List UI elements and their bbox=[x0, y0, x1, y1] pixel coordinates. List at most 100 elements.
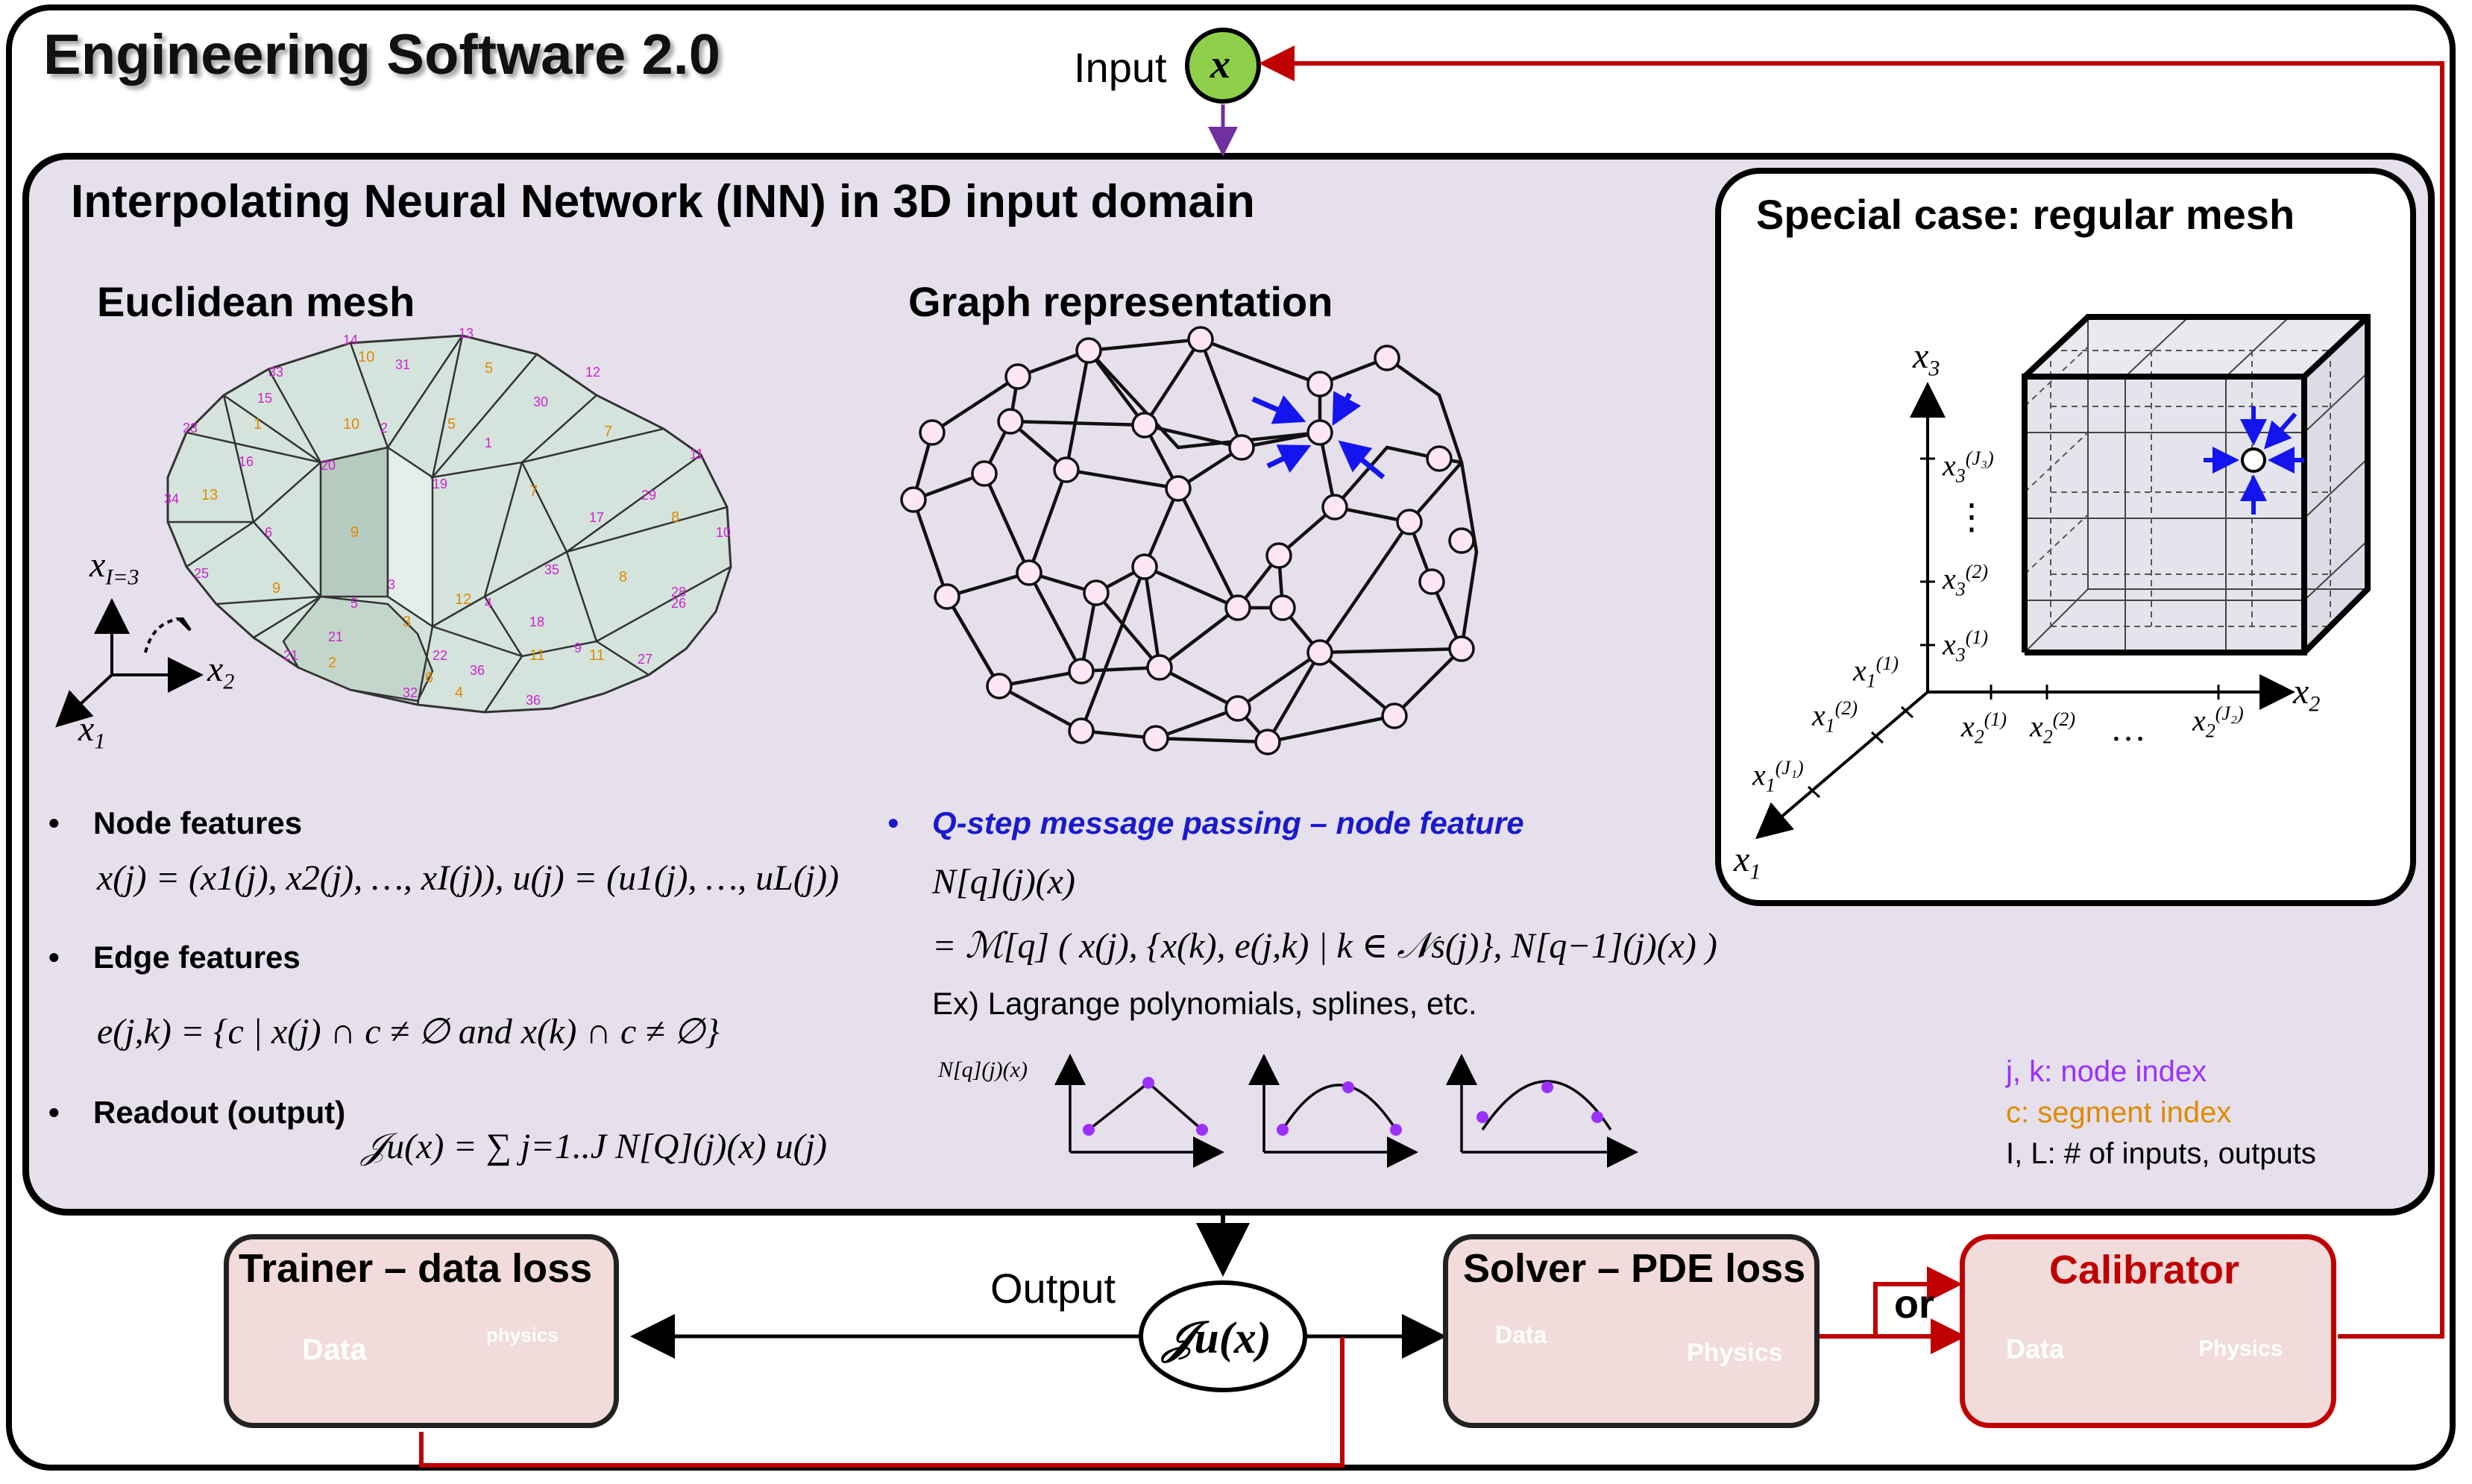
input-label: Input bbox=[1074, 44, 1167, 91]
solver-data-label: Data bbox=[1495, 1321, 1547, 1348]
output-label: Output bbox=[990, 1265, 1116, 1312]
svg-text:2: 2 bbox=[328, 655, 336, 671]
trainer-data-label: Data bbox=[302, 1333, 367, 1366]
svg-text:32: 32 bbox=[403, 685, 418, 700]
trainer-physics-label: physics bbox=[486, 1324, 559, 1346]
calibrator-data-label: Data bbox=[2006, 1333, 2065, 1364]
message-passing-label: Q-step message passing – node feature bbox=[887, 805, 1524, 841]
svg-text:4: 4 bbox=[485, 596, 492, 611]
special-x1-1: x1(1) bbox=[1853, 653, 1899, 692]
svg-text:6: 6 bbox=[265, 525, 272, 540]
edge-features-label: Edge features bbox=[48, 940, 301, 975]
message-line1: N[q](j)(x) bbox=[932, 862, 1075, 902]
special-x2-2: x2(2) bbox=[2030, 708, 2076, 748]
legend-node-index: j, k: node index bbox=[2006, 1055, 2207, 1088]
svg-text:4: 4 bbox=[455, 685, 463, 701]
app-title: Engineering Software 2.0 bbox=[43, 23, 720, 87]
svg-text:3: 3 bbox=[388, 577, 395, 592]
axis-x3-label: xI=3 bbox=[89, 545, 139, 590]
svg-text:10: 10 bbox=[358, 349, 374, 365]
basis-plots bbox=[1054, 1054, 1638, 1168]
svg-text:15: 15 bbox=[257, 391, 272, 406]
svg-text:11: 11 bbox=[529, 647, 545, 664]
solver-box[interactable] bbox=[1443, 1234, 1820, 1428]
edge-features-formula: e(j,k) = {c | x(j) ∩ c ≠ ∅ and x(k) ∩ c … bbox=[97, 1012, 720, 1051]
special-x1-2: x1(2) bbox=[1812, 697, 1858, 737]
svg-text:17: 17 bbox=[589, 510, 604, 525]
svg-text:18: 18 bbox=[529, 614, 544, 629]
inn-title: Interpolating Neural Network (INN) in 3D… bbox=[71, 176, 1255, 227]
svg-text:13: 13 bbox=[201, 487, 218, 503]
input-symbol: x bbox=[1210, 42, 1230, 87]
special-x2-1: x2(1) bbox=[1961, 708, 2007, 748]
svg-text:12: 12 bbox=[585, 365, 600, 380]
readout-label: Readout (output) bbox=[48, 1095, 345, 1131]
special-x3-1: x3(1) bbox=[1943, 626, 1989, 666]
svg-text:36: 36 bbox=[526, 693, 541, 708]
euclidean-mesh-title: Euclidean mesh bbox=[97, 278, 415, 325]
svg-text:8: 8 bbox=[619, 569, 627, 585]
output-symbol: 𝒥u(x) bbox=[1163, 1313, 1271, 1362]
calibrator-feedback-arrow bbox=[1259, 45, 2444, 1339]
svg-text:27: 27 bbox=[638, 652, 652, 667]
svg-text:1: 1 bbox=[485, 436, 492, 450]
svg-text:5: 5 bbox=[350, 596, 358, 611]
svg-text:10: 10 bbox=[343, 416, 359, 433]
message-line2: = ℳ[q] ( x(j), {x(k), e(j,k) | k ∈ 𝒩s(j)… bbox=[932, 926, 1717, 966]
svg-text:16: 16 bbox=[239, 454, 254, 469]
output-node bbox=[1139, 1280, 1307, 1392]
node-features-label: Node features bbox=[48, 805, 302, 841]
svg-text:36: 36 bbox=[470, 663, 485, 678]
solver-physics-label: Physics bbox=[1687, 1339, 1783, 1367]
svg-text:11: 11 bbox=[589, 647, 605, 664]
svg-text:8: 8 bbox=[671, 509, 679, 526]
special-axis-x2-label: x2 bbox=[2293, 672, 2321, 717]
basis-plot-label: N[q](j)(x) bbox=[938, 1057, 1028, 1082]
legend-inputs-outputs: I, L: # of inputs, outputs bbox=[2006, 1137, 2316, 1170]
svg-text:14: 14 bbox=[343, 333, 358, 348]
axis-x2-label: x2 bbox=[207, 650, 235, 694]
svg-text:20: 20 bbox=[321, 458, 336, 473]
readout-formula: 𝒥u(x) = ∑ j=1..J N[Q](j)(x) u(j) bbox=[362, 1127, 827, 1166]
svg-text:5: 5 bbox=[485, 360, 493, 377]
calibrator-box[interactable] bbox=[1960, 1234, 2336, 1428]
axis-x1-label: x1 bbox=[78, 709, 106, 754]
euclidean-axes bbox=[55, 598, 204, 728]
calibrator-physics-label: Physics bbox=[2198, 1336, 2283, 1361]
svg-text:26: 26 bbox=[671, 596, 686, 611]
svg-text:13: 13 bbox=[459, 326, 474, 341]
cube-drawing bbox=[2022, 314, 2371, 655]
special-axis-x1-label: x1 bbox=[1734, 840, 1761, 884]
svg-text:35: 35 bbox=[544, 562, 559, 577]
trainer-box[interactable] bbox=[224, 1234, 619, 1428]
special-axes bbox=[1755, 382, 2295, 840]
svg-text:10: 10 bbox=[716, 525, 731, 540]
svg-text:28: 28 bbox=[671, 585, 686, 600]
node-features-formula: x(j) = (x1(j), x2(j), …, xI(j)), u(j) = … bbox=[97, 858, 840, 898]
svg-text:22: 22 bbox=[433, 648, 447, 663]
svg-text:6: 6 bbox=[425, 670, 433, 686]
svg-text:9: 9 bbox=[350, 524, 359, 541]
svg-text:31: 31 bbox=[395, 357, 410, 372]
svg-text:12: 12 bbox=[455, 591, 471, 608]
svg-text:7: 7 bbox=[604, 424, 612, 440]
special-x2-J2: x2(J₂) bbox=[2192, 702, 2244, 742]
svg-text:29: 29 bbox=[641, 488, 656, 503]
or-label: or bbox=[1894, 1282, 1934, 1327]
legend-segment-index: c: segment index bbox=[2006, 1096, 2232, 1129]
svg-text:23: 23 bbox=[183, 421, 198, 436]
trainer-title: Trainer – data loss bbox=[239, 1246, 593, 1291]
svg-text:5: 5 bbox=[447, 416, 456, 433]
graph-drawing bbox=[900, 326, 1479, 755]
svg-text:11: 11 bbox=[690, 447, 704, 462]
svg-text:21: 21 bbox=[328, 629, 343, 644]
svg-text:2: 2 bbox=[380, 421, 388, 436]
calibrator-title: Calibrator bbox=[2049, 1248, 2240, 1292]
svg-text:9: 9 bbox=[272, 580, 280, 597]
svg-text:25: 25 bbox=[194, 566, 209, 581]
svg-text:34: 34 bbox=[164, 491, 179, 506]
bottom-connectors bbox=[419, 1216, 1966, 1468]
svg-text:30: 30 bbox=[533, 394, 548, 409]
